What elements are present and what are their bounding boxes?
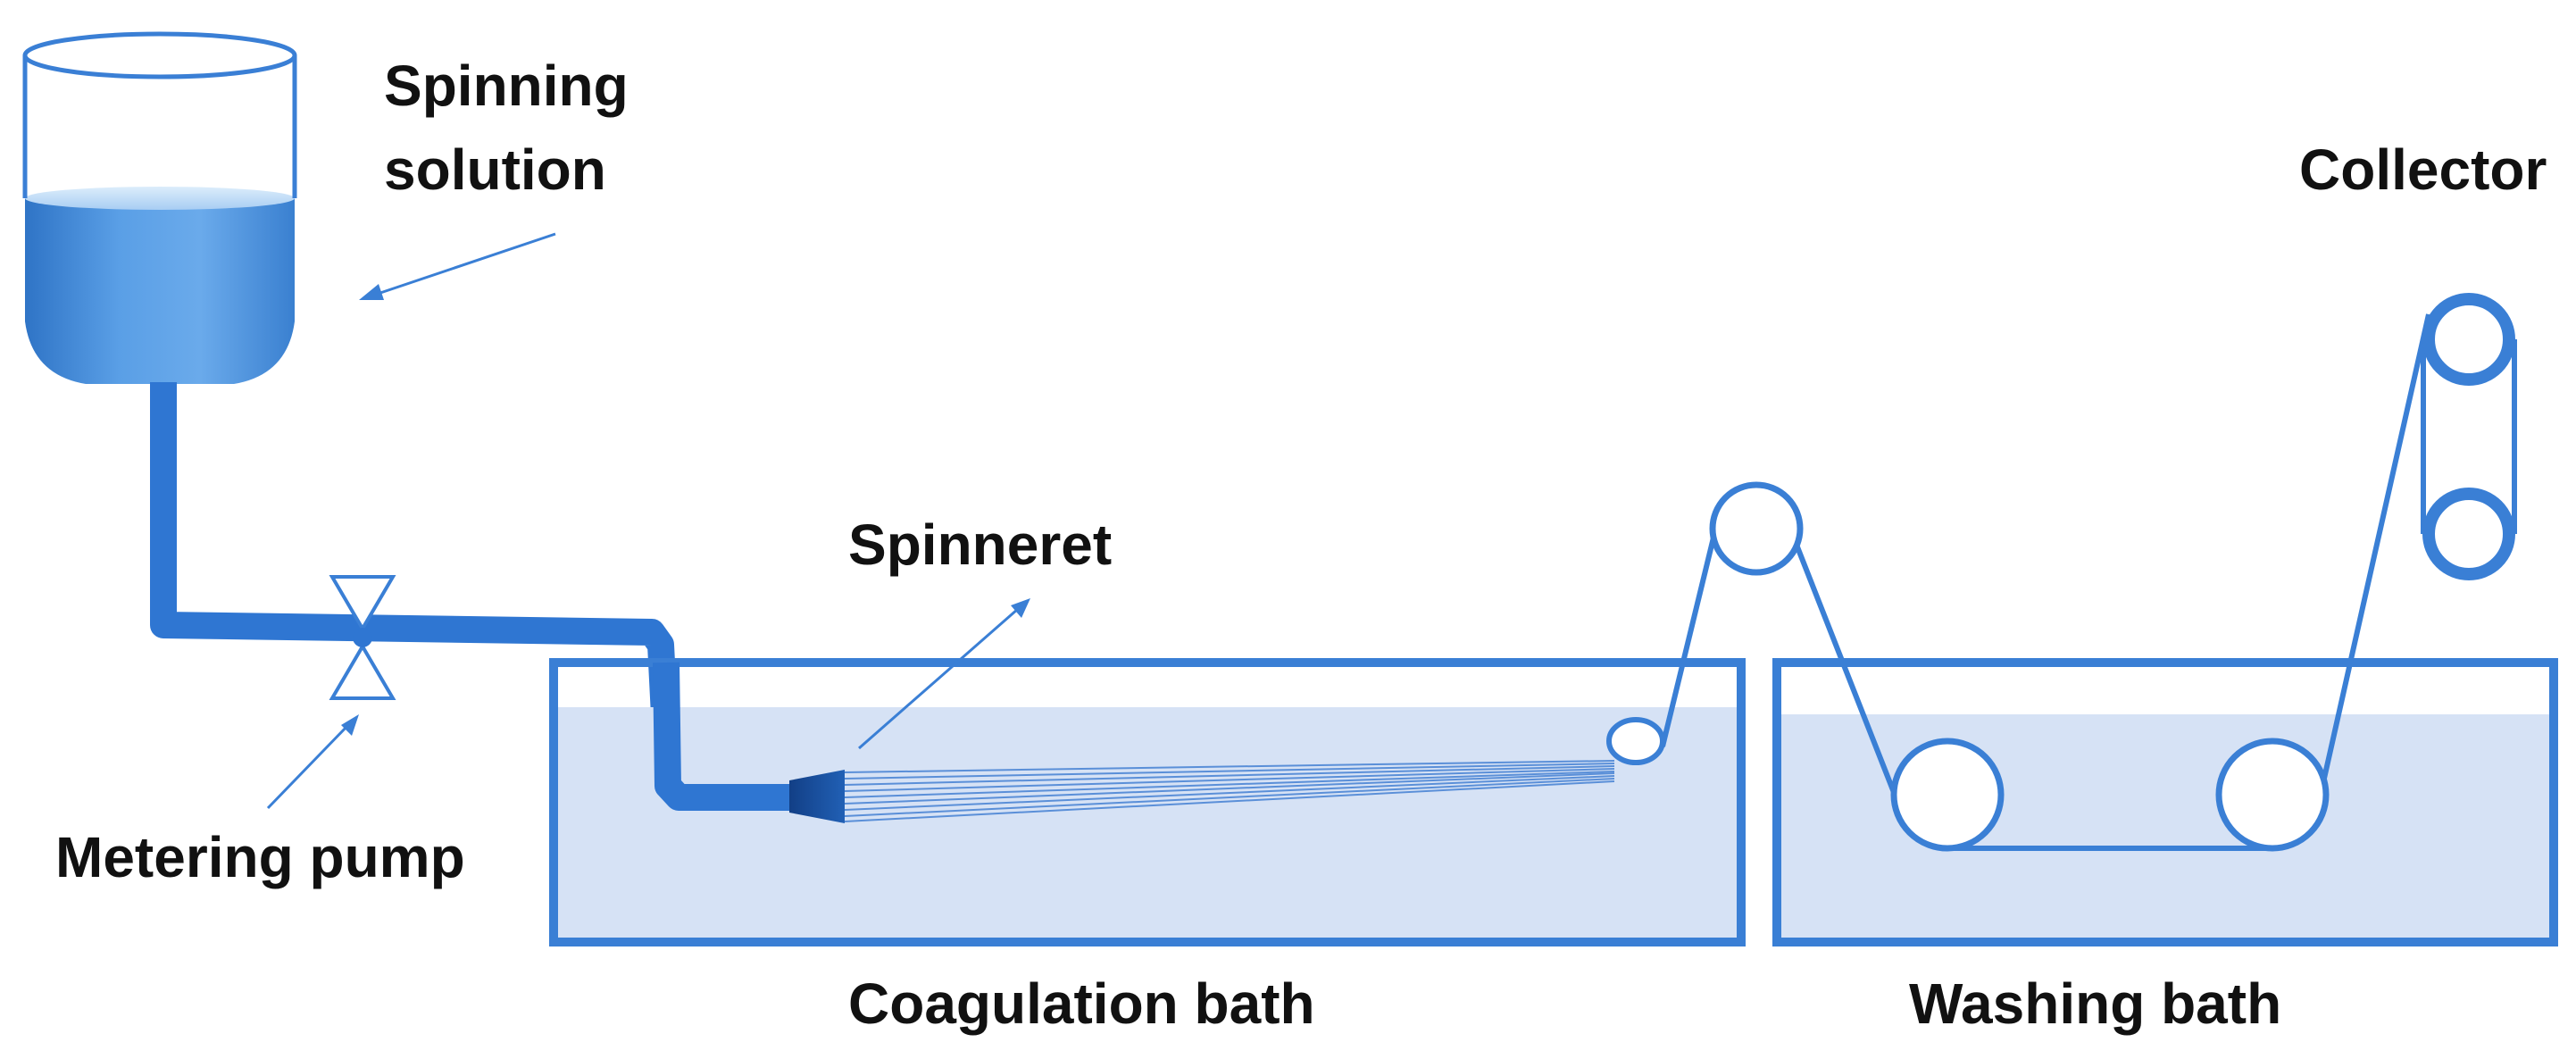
solution-liquid [25, 196, 295, 384]
spinneret [789, 770, 845, 823]
collector-roller-bottom [2422, 488, 2515, 580]
label-metering-pump: Metering pump [55, 825, 465, 889]
solution-surface [25, 187, 295, 210]
guide-roller [1606, 717, 1665, 765]
label-spinning-solution-1: Spinning [384, 54, 629, 118]
washing-roller-right [2215, 738, 2330, 852]
solution-container [22, 31, 297, 384]
rollers [1606, 293, 2515, 852]
container-rim [22, 31, 297, 79]
fiber-path [1660, 313, 2517, 851]
label-coagulation-bath: Coagulation bath [848, 971, 1315, 1036]
label-washing-bath: Washing bath [1909, 971, 2281, 1036]
metering-pump-valve [329, 575, 396, 700]
pointer-arrows [266, 232, 1030, 810]
coagulation-bath-tank [549, 658, 1746, 946]
washing-bath-water [1777, 714, 2554, 944]
washing-bath-tank [1772, 658, 2558, 946]
label-collector: Collector [2299, 138, 2547, 202]
coagulation-bath-water [554, 707, 1741, 944]
label-spinning-solution-2: solution [384, 138, 606, 202]
collector-roller-top [2422, 293, 2515, 386]
coagulation-bath [549, 658, 1746, 946]
filament-bundle [844, 760, 1615, 822]
feed-pipe-submerged [653, 662, 795, 811]
transfer-roller [1709, 481, 1804, 576]
washing-roller-left [1890, 738, 2005, 852]
label-spinneret: Spinneret [848, 513, 1112, 577]
